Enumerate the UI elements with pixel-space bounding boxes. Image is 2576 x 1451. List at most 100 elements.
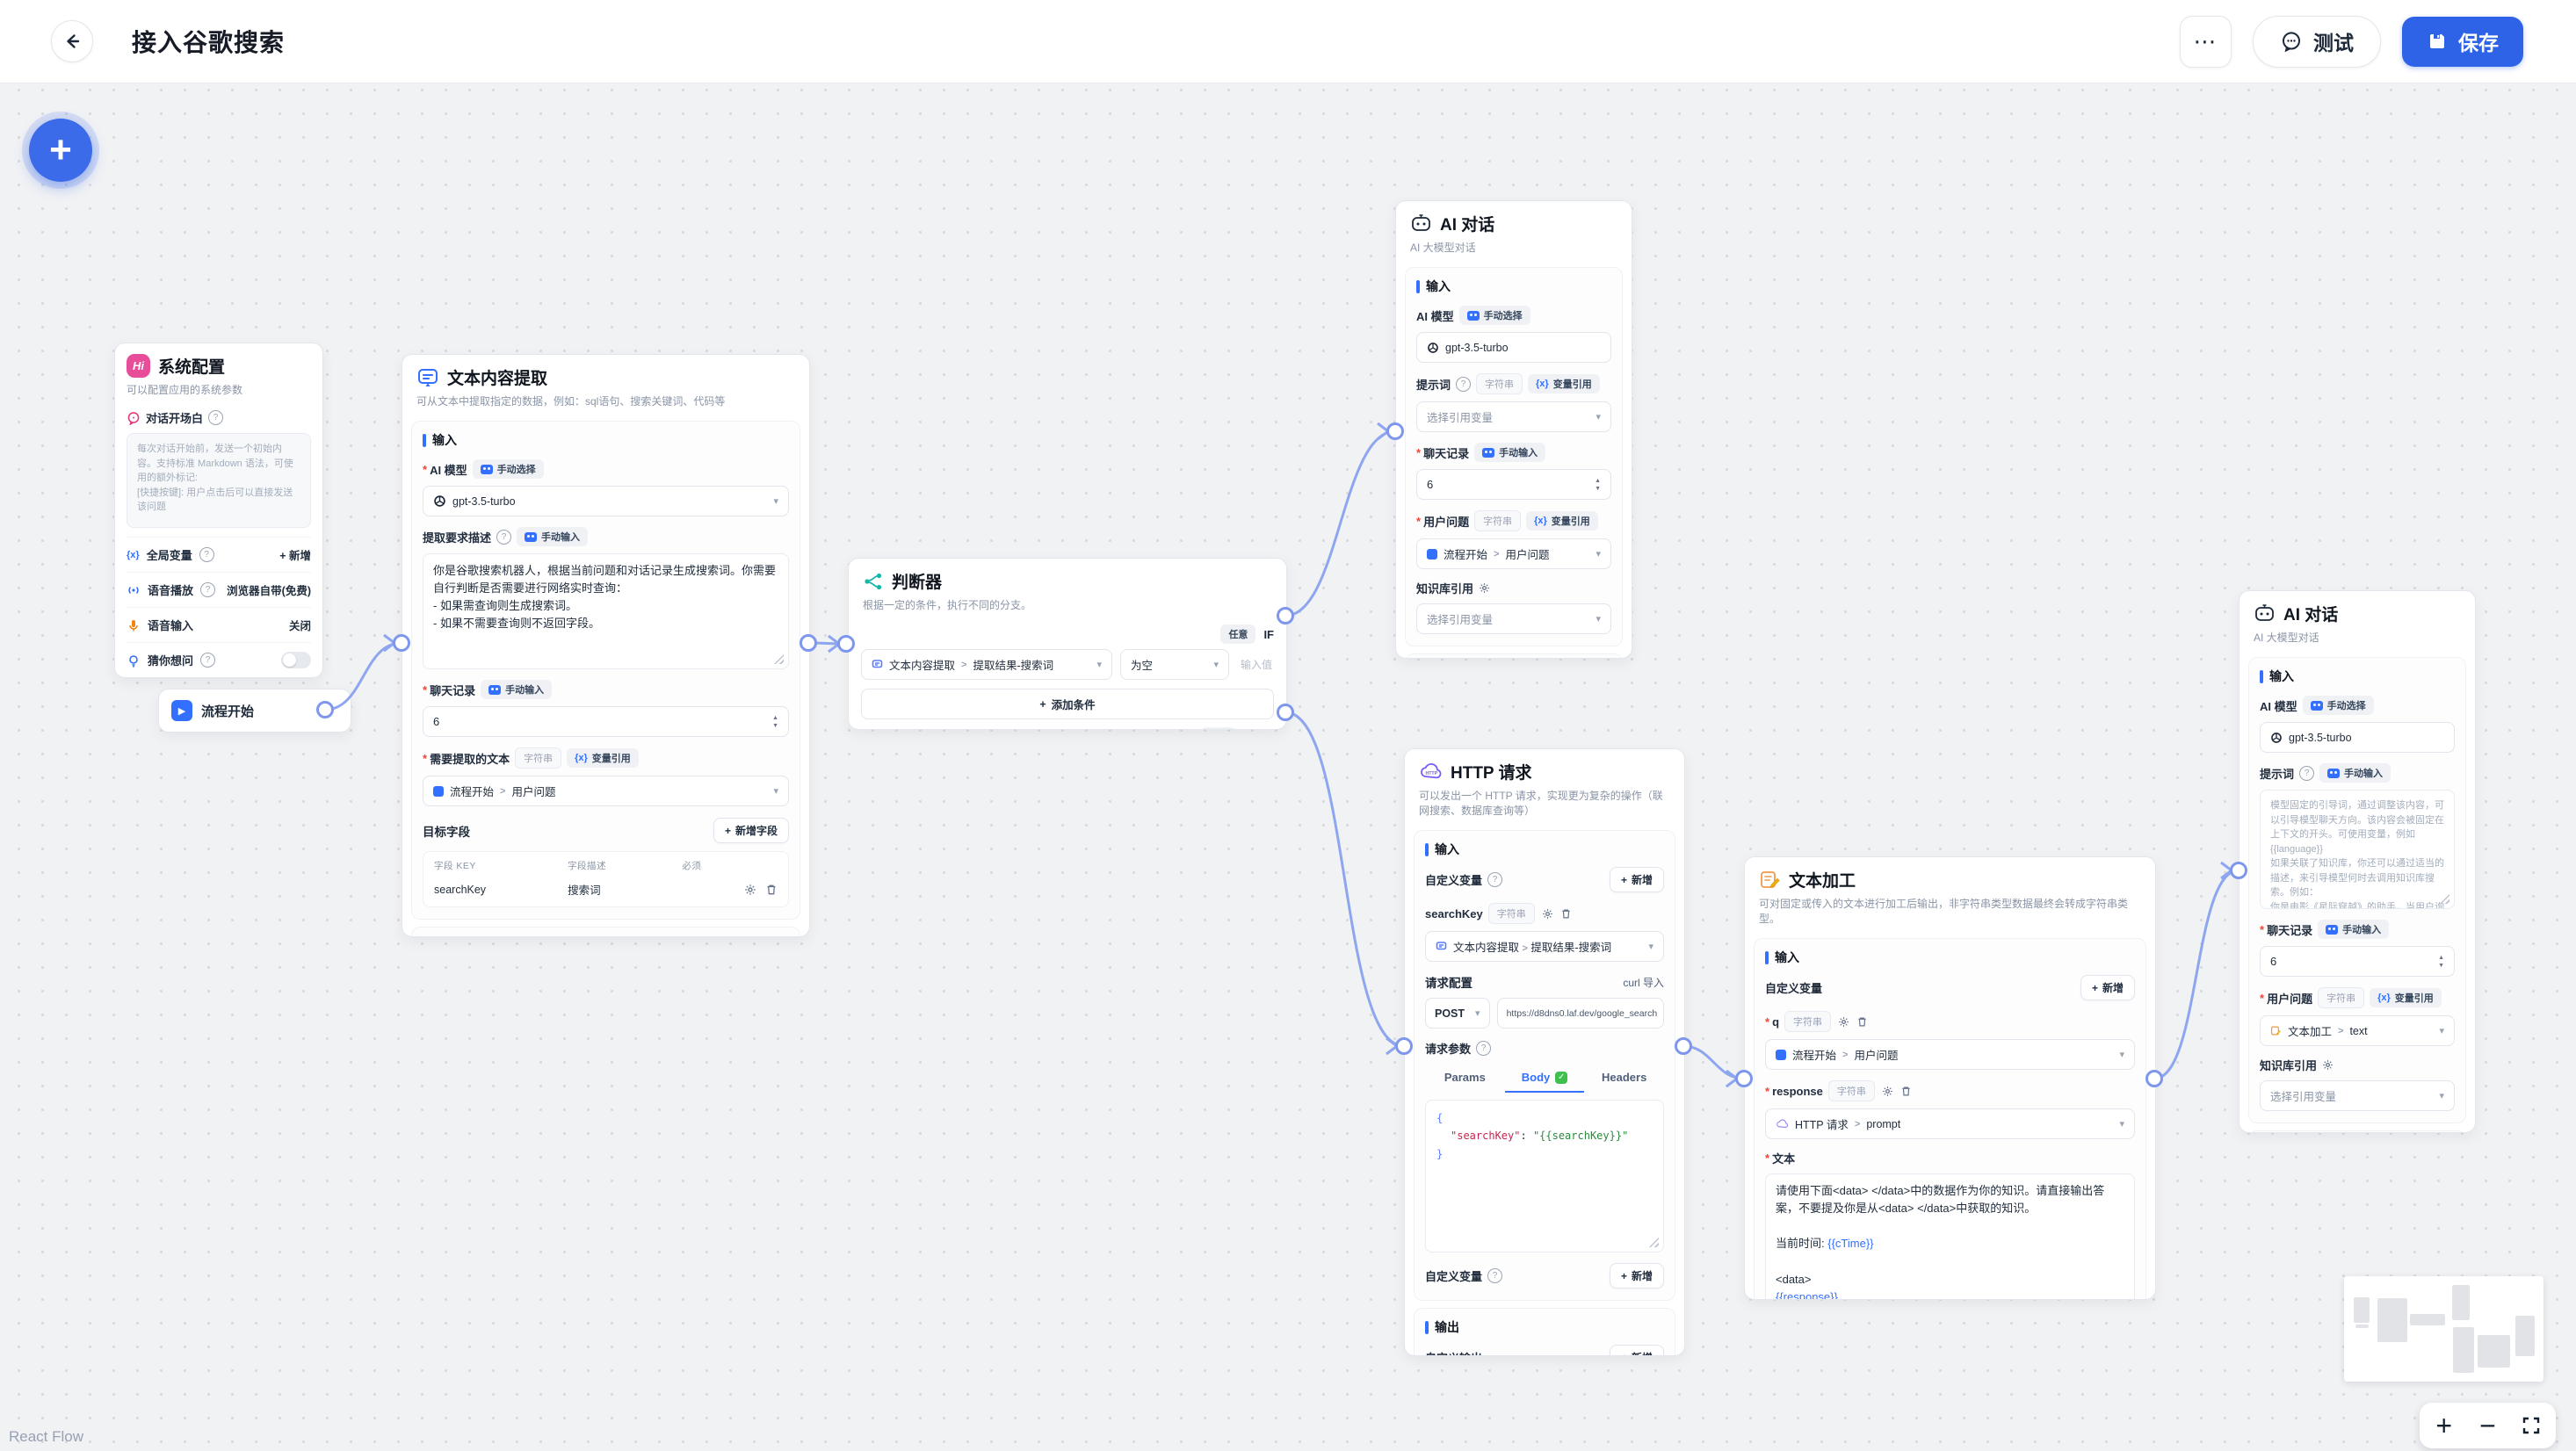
help-icon: ? — [208, 410, 224, 425]
row-global-variables[interactable]: {x} 全局变量 ? + 新增 — [127, 537, 311, 572]
step-down-icon[interactable]: ▼ — [1595, 485, 1601, 492]
row-speech-input[interactable]: 语音输入 关闭 — [127, 607, 311, 642]
tab-headers[interactable]: Headers — [1602, 1071, 1647, 1084]
trash-icon[interactable] — [1856, 1016, 1868, 1028]
type-badge: 字符串 — [2318, 987, 2365, 1008]
zoom-in-button[interactable]: + — [2435, 1409, 2453, 1441]
step-up-icon[interactable]: ▲ — [772, 714, 778, 721]
question-ref-select[interactable]: 文本加工>text ▾ — [2260, 1015, 2455, 1046]
node-condition[interactable]: 判断器 根据一定的条件，执行不同的分支。 任意 IF 文本内容提取>提取结果-搜… — [848, 558, 1287, 730]
history-count-input[interactable]: 6 ▲▼ — [2260, 946, 2455, 977]
gear-icon[interactable] — [1882, 1086, 1893, 1097]
add-node-button[interactable]: + — [29, 119, 92, 182]
flow-start-ref-icon — [1427, 548, 1437, 559]
manual-input-badge[interactable]: 手动输入 — [2318, 920, 2390, 939]
row-tts[interactable]: 语音播放 ? 浏览器自带(免费) — [127, 572, 311, 607]
body-code-editor[interactable]: { "searchKey": "{{searchKey}}" } — [1425, 1100, 1664, 1252]
var-ref-badge[interactable]: {x}变量引用 — [2370, 988, 2442, 1007]
svg-text:HTTP: HTTP — [1426, 771, 1438, 776]
history-count-input[interactable]: 6 ▲▼ — [1416, 469, 1611, 500]
more-button[interactable]: ⋯ — [2180, 15, 2232, 68]
var-ref-select[interactable]: 文本内容提取 > 提取结果-搜索词 ▾ — [1425, 931, 1664, 962]
gear-icon[interactable] — [744, 884, 756, 896]
trash-icon[interactable] — [765, 884, 778, 896]
resize-handle[interactable] — [774, 654, 784, 664]
condition-source-select[interactable]: 文本内容提取>提取结果-搜索词 ▾ — [861, 649, 1112, 680]
model-select[interactable]: gpt-3.5-turbo — [2260, 722, 2455, 753]
condition-value-input[interactable]: 输入值 — [1241, 659, 1273, 671]
prompt-textarea[interactable]: 模型固定的引导词，通过调整该内容，可以引导模型聊天方向。该内容会被固定在上下文的… — [2260, 790, 2455, 909]
step-up-icon[interactable]: ▲ — [1595, 477, 1601, 484]
kb-ref-select[interactable]: 选择引用变量▾ — [2260, 1080, 2455, 1111]
resize-handle[interactable] — [2440, 894, 2449, 904]
condition-operator-select[interactable]: 为空▾ — [1120, 649, 1229, 680]
step-down-icon[interactable]: ▼ — [772, 722, 778, 729]
gear-icon[interactable] — [1479, 582, 1490, 594]
extract-description-textarea[interactable]: 你是谷歌搜索机器人，根据当前问题和对话记录生成搜索词。你需要自行判断是否需要进行… — [423, 553, 789, 669]
custom-vars-label: 自定义变量 — [1425, 874, 1483, 887]
add-variable-button[interactable]: +新增 — [1609, 1263, 1664, 1289]
manual-select-badge[interactable]: 手动选择 — [472, 459, 544, 479]
trash-icon[interactable] — [1560, 908, 1572, 920]
var-ref-badge[interactable]: {x}变量引用 — [1526, 511, 1598, 531]
add-variable-button[interactable]: + 新增 — [279, 550, 311, 562]
manual-input-badge[interactable]: 手动输入 — [2319, 763, 2391, 783]
add-output-button[interactable]: +新增 — [1609, 1345, 1664, 1355]
row-suggested-questions[interactable]: 猜你想问 ? — [127, 642, 311, 677]
node-flow-start[interactable]: ▶ 流程开始 — [158, 689, 351, 733]
input-icon — [488, 684, 502, 695]
row-scheduled-run[interactable]: 定时执行 ? 未开启 — [127, 677, 311, 678]
question-ref-select[interactable]: 流程开始>用户问题 ▾ — [1416, 538, 1611, 569]
history-count-input[interactable]: 6 ▲▼ — [423, 706, 789, 737]
node-text-process[interactable]: 文本加工 可对固定或传入的文本进行加工后输出，非字符串类型数据最终会转成字符串类… — [1744, 856, 2156, 1300]
add-variable-button[interactable]: +新增 — [1609, 867, 1664, 892]
node-ai-chat-top[interactable]: AI 对话 AI 大模型对话 输入 AI 模型 手动选择 gpt-3.5-tur… — [1395, 200, 1632, 659]
var1-ref-select[interactable]: 流程开始>用户问题 ▾ — [1765, 1039, 2135, 1070]
add-field-button[interactable]: +新增字段 — [713, 818, 789, 843]
manual-select-badge[interactable]: 手动选择 — [1458, 306, 1530, 325]
fit-view-button[interactable] — [2512, 1405, 2551, 1446]
node-text-extract[interactable]: 文本内容提取 可从文本中提取指定的数据，例如：sql语句、搜索关键词、代码等 输… — [402, 354, 810, 937]
source-ref-select[interactable]: 流程开始>用户问题 ▾ — [423, 776, 789, 806]
gear-icon[interactable] — [1542, 908, 1553, 920]
prompt-ref-select[interactable]: 选择引用变量▾ — [1416, 401, 1611, 432]
custom-vars-label: 自定义变量 — [1765, 982, 1823, 995]
gear-icon[interactable] — [1838, 1016, 1849, 1028]
minimap[interactable] — [2344, 1276, 2543, 1382]
add-condition-button[interactable]: +添加条件 — [861, 689, 1274, 719]
step-up-icon[interactable]: ▲ — [2438, 954, 2444, 961]
method-select[interactable]: POST▾ — [1425, 998, 1490, 1029]
test-button[interactable]: 测试 — [2253, 15, 2381, 68]
resize-handle[interactable] — [1649, 1238, 1659, 1247]
save-button[interactable]: 保存 — [2402, 16, 2523, 67]
url-input[interactable]: https://d8dns0.laf.dev/google_search — [1496, 998, 1664, 1029]
opening-textarea[interactable]: 每次对话开始前，发送一个初始内容。支持标准 Markdown 语法，可使用的额外… — [127, 433, 311, 528]
manual-input-badge[interactable]: 手动输入 — [481, 680, 553, 699]
step-down-icon[interactable]: ▼ — [2438, 962, 2444, 969]
tab-params[interactable]: Params — [1444, 1071, 1486, 1084]
kb-ref-select[interactable]: 选择引用变量▾ — [1416, 603, 1611, 634]
node-ai-chat-right[interactable]: AI 对话 AI 大模型对话 输入 AI 模型 手动选择 gpt-3.5-tur… — [2239, 590, 2476, 1133]
manual-select-badge[interactable]: 手动选择 — [2302, 696, 2374, 715]
gear-icon[interactable] — [2322, 1059, 2334, 1071]
suggested-questions-toggle[interactable] — [281, 652, 311, 668]
tab-body[interactable]: Body✓ — [1504, 1065, 1585, 1093]
trash-icon[interactable] — [1900, 1086, 1912, 1097]
model-select[interactable]: gpt-3.5-turbo▾ — [423, 486, 789, 516]
node-http-request[interactable]: HTTP HTTP 请求 可以发出一个 HTTP 请求，实现更为复杂的操作（联网… — [1404, 748, 1685, 1356]
var-ref-badge[interactable]: {x}变量引用 — [567, 748, 639, 768]
var-ref-badge[interactable]: {x}变量引用 — [1528, 374, 1600, 393]
manual-input-badge[interactable]: 手动输入 — [517, 527, 589, 546]
curl-import-link[interactable]: curl 导入 — [1623, 976, 1664, 989]
manual-input-badge[interactable]: 手动输入 — [1474, 443, 1546, 462]
text-template-textarea[interactable]: 请使用下面<data> </data>中的数据作为你的知识。请直接输出答案，不要… — [1765, 1173, 2135, 1299]
add-variable-button[interactable]: +新增 — [2080, 975, 2135, 1000]
var2-ref-select[interactable]: HTTP 请求>prompt ▾ — [1765, 1108, 2135, 1139]
zoom-out-button[interactable]: − — [2479, 1409, 2496, 1441]
var-name: q — [1772, 1014, 1780, 1029]
prompt-label: 提示词 — [1416, 378, 1451, 392]
model-select[interactable]: gpt-3.5-turbo — [1416, 332, 1611, 363]
node-system-config[interactable]: Hi 系统配置 可以配置应用的系统参数 对话开场白 ? 每次对话开始前，发送一个… — [114, 343, 323, 678]
back-button[interactable] — [51, 20, 93, 62]
